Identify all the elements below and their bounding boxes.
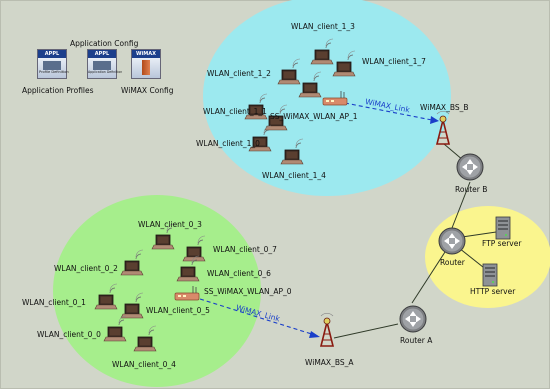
profile-config-header: APPL bbox=[38, 50, 66, 58]
application-config-header: APPL bbox=[88, 50, 116, 58]
application-config-title: Application Config bbox=[70, 39, 139, 48]
client-label: WLAN_client_1_1 bbox=[203, 107, 267, 116]
wimax-config-node[interactable]: WiMAX bbox=[131, 49, 161, 79]
link-routerb-router[interactable] bbox=[451, 181, 471, 229]
server-icon[interactable] bbox=[482, 263, 498, 287]
application-definition-icon bbox=[93, 61, 111, 70]
client-label: WLAN_client_1_3 bbox=[291, 22, 355, 31]
client-label: WLAN_client_0_1 bbox=[22, 298, 86, 307]
link-router-routera[interactable] bbox=[411, 251, 446, 304]
router-label: Router bbox=[440, 258, 465, 267]
router-label: Router A bbox=[400, 336, 433, 345]
router-icon[interactable] bbox=[456, 153, 484, 181]
application-definition-caption: Application Definition bbox=[88, 70, 123, 74]
client-label: WLAN_client_0_2 bbox=[54, 264, 118, 273]
server-icon[interactable] bbox=[495, 216, 511, 240]
profile-definition-caption: Profile Definition bbox=[39, 70, 69, 74]
client-label: WLAN_client_1_4 bbox=[262, 171, 326, 180]
router-icon[interactable] bbox=[438, 227, 466, 255]
base-station-label: WiMAX_BS_A bbox=[305, 358, 354, 367]
access-point-label: SS_WiMAX_WLAN_AP_1 bbox=[270, 112, 358, 121]
profile-definition-icon bbox=[43, 61, 61, 70]
access-point-label: SS_WiMAX_WLAN_AP_0 bbox=[204, 287, 292, 296]
client-label: WLAN_client_1_2 bbox=[207, 69, 271, 78]
router-icon[interactable] bbox=[399, 305, 427, 333]
client-label: WLAN_client_1_0 bbox=[196, 139, 260, 148]
client-label: WLAN_client_0_5 bbox=[146, 306, 210, 315]
wimax-config-header: WiMAX bbox=[132, 50, 160, 58]
router-label: Router B bbox=[455, 185, 488, 194]
client-label: WLAN_client_0_6 bbox=[207, 269, 271, 278]
http-server-label: HTTP server bbox=[470, 287, 516, 296]
profile-config-node[interactable]: APPL Profile Definition bbox=[37, 49, 69, 79]
base-station-label: WiMAX_BS_B bbox=[420, 103, 469, 112]
ftp-server-label: FTP server bbox=[482, 239, 522, 248]
client-label: WLAN_client_0_3 bbox=[138, 220, 202, 229]
application-config-node[interactable]: APPL Application Definition bbox=[87, 49, 122, 79]
link-routera-bsa[interactable] bbox=[333, 323, 399, 339]
client-label: WLAN_client_0_4 bbox=[112, 360, 176, 369]
wimax-config-label: WiMAX Config bbox=[121, 86, 174, 95]
application-profiles-label: Application Profiles bbox=[22, 86, 94, 95]
wireless-link-cell-1[interactable] bbox=[344, 102, 438, 122]
wimax-tower-icon bbox=[142, 60, 150, 75]
client-label: WLAN_client_0_0 bbox=[37, 330, 101, 339]
client-label: WLAN_client_0_7 bbox=[213, 245, 277, 254]
client-label: WLAN_client_1_7 bbox=[362, 57, 426, 66]
